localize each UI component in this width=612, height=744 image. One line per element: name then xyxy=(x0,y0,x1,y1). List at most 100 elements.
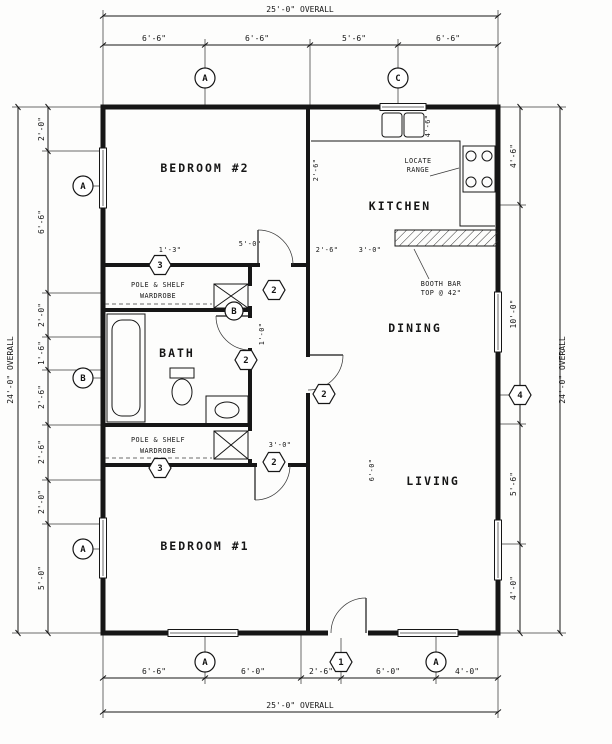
int-dim-kitchen-south-1: 2'-6" xyxy=(316,246,338,254)
right-dim-2: 10'-0" xyxy=(509,300,518,329)
bath-vanity xyxy=(205,395,249,426)
left-dim-5: 2'-6" xyxy=(37,385,46,409)
overall-left-dim: 24'-0" OVERALL xyxy=(6,336,15,404)
room-label-bedroom1: BEDROOM #1 xyxy=(160,539,249,553)
top-dim-2: 6'-6" xyxy=(245,34,269,43)
bedroom1-door-swing xyxy=(254,464,291,501)
overall-bottom-dim: 25'-0" OVERALL xyxy=(266,701,334,710)
walls xyxy=(100,104,501,636)
bottom-dim-2: 6'-0" xyxy=(241,667,265,676)
top-dim-3: 5'-6" xyxy=(342,34,366,43)
kitchen-counter xyxy=(311,140,495,227)
door-key-label: 2 xyxy=(321,390,326,400)
grid-marker-label: A xyxy=(202,658,208,668)
closet-key-label: 3 xyxy=(157,261,162,271)
door-key-bedroom1: 2 xyxy=(262,451,286,473)
left-dim-4: 1'-6" xyxy=(37,341,46,365)
closet-key-1: 3 xyxy=(148,254,172,276)
closet1-note-line1: POLE & SHELF xyxy=(131,281,185,289)
exterior-wall xyxy=(100,104,501,636)
door-key-label: 2 xyxy=(243,356,248,366)
door-key-label: 1 xyxy=(338,658,343,668)
door-key-front: 1 xyxy=(329,651,353,673)
bath-circle-label: B xyxy=(231,307,237,317)
bar-note-line1: BOOTH BAR xyxy=(421,280,462,288)
left-dim-2: 6'-6" xyxy=(37,210,46,234)
closet-key-2: 3 xyxy=(148,457,172,479)
int-dim-closet-offset: 1'-3" xyxy=(159,246,181,254)
windows xyxy=(99,103,502,637)
closet2-note-line2: WARDROBE xyxy=(140,447,176,455)
grid-marker-bottom-a2: A xyxy=(425,651,447,673)
door-key-label: 2 xyxy=(271,458,276,468)
range-burner xyxy=(465,150,477,162)
grid-marker-label: B xyxy=(80,374,86,384)
right-dim-4: 4'-0" xyxy=(509,576,518,600)
int-dim-kitchen-south-2: 3'-0" xyxy=(359,246,381,254)
closet-key-label: 3 xyxy=(157,464,162,474)
dimension-text: 25'-0" OVERALL 6'-6" 6'-6" 5'-6" 6'-6" 6… xyxy=(6,5,567,710)
bottom-dim-5: 4'-0" xyxy=(455,667,479,676)
room-label-living: LIVING xyxy=(406,474,460,488)
room-label-bath: BATH xyxy=(159,346,195,360)
grid-marker-label: A xyxy=(433,658,439,668)
toilet-bowl xyxy=(171,378,193,406)
int-dim-hall-vertical: 1'-0" xyxy=(258,323,266,345)
room-label-bedroom2: BEDROOM #2 xyxy=(160,161,249,175)
grid-marker-label: C xyxy=(395,74,400,84)
kitchen-sink-right-bowl xyxy=(403,112,425,138)
bottom-dim-4: 6'-0" xyxy=(376,667,400,676)
room-label-dining: DINING xyxy=(388,321,442,335)
closet2-note-line1: POLE & SHELF xyxy=(131,436,185,444)
bath-sink xyxy=(214,401,240,419)
dining-door-swing xyxy=(307,354,344,391)
grid-marker-top-c: C xyxy=(387,67,409,89)
key-right-wall: 4 xyxy=(508,384,532,406)
key-label: 4 xyxy=(517,391,523,401)
overall-top-dim: 25'-0" OVERALL xyxy=(266,5,334,14)
int-dim-living: 6'-0" xyxy=(368,459,376,481)
front-door-swing xyxy=(330,597,367,634)
left-dim-3: 2'-0" xyxy=(37,303,46,327)
bathtub-inner xyxy=(111,319,141,417)
int-dim-kitchen-right: 4'-6" xyxy=(424,115,432,137)
annotations: POLE & SHELF WARDROBE POLE & SHELF WARDR… xyxy=(131,157,462,455)
bath-circle-key: B xyxy=(224,301,244,321)
grid-marker-left-a2: A xyxy=(72,538,94,560)
range-note-line1: LOCATE xyxy=(405,157,432,165)
bottom-dim-3: 2'-6" xyxy=(309,667,333,676)
int-dim-hall-top: 5'-0" xyxy=(239,240,261,248)
room-labels: BEDROOM #2 KITCHEN DINING BATH LIVING BE… xyxy=(159,161,460,553)
door-key-label: 2 xyxy=(271,286,276,296)
grid-marker-label: A xyxy=(202,74,208,84)
kitchen-sink-left-bowl xyxy=(381,112,403,138)
bathtub xyxy=(106,313,146,423)
range xyxy=(462,145,496,193)
front-door-opening xyxy=(328,628,368,638)
doors xyxy=(213,229,367,634)
bottom-dim-1: 6'-6" xyxy=(142,667,166,676)
int-dim-hall-bottom: 3'-0" xyxy=(269,441,291,449)
bar-counter xyxy=(394,229,499,247)
toilet-tank xyxy=(169,367,195,379)
top-dim-4: 6'-6" xyxy=(436,34,460,43)
overall-right-dim: 24'-0" OVERALL xyxy=(558,336,567,404)
range-burner xyxy=(481,176,493,188)
grid-marker-label: A xyxy=(80,182,86,192)
range-burner xyxy=(465,176,477,188)
closet2-bifold-door xyxy=(213,430,249,460)
left-dim-7: 2'-0" xyxy=(37,490,46,514)
bar-note-line2: TOP @ 42" xyxy=(421,289,461,297)
bedroom2-door-swing xyxy=(257,229,294,266)
door-key-dining: 2 xyxy=(312,383,336,405)
bath-door-swing xyxy=(215,315,251,351)
top-dim-1: 6'-6" xyxy=(142,34,166,43)
grid-marker-label: A xyxy=(80,545,86,555)
extension-lines xyxy=(12,10,566,718)
closet1-note-line2: WARDROBE xyxy=(140,292,176,300)
fixtures xyxy=(105,112,499,459)
range-burner xyxy=(481,150,493,162)
dimension-lines xyxy=(15,13,563,715)
door-key-bath: 2 xyxy=(234,349,258,371)
